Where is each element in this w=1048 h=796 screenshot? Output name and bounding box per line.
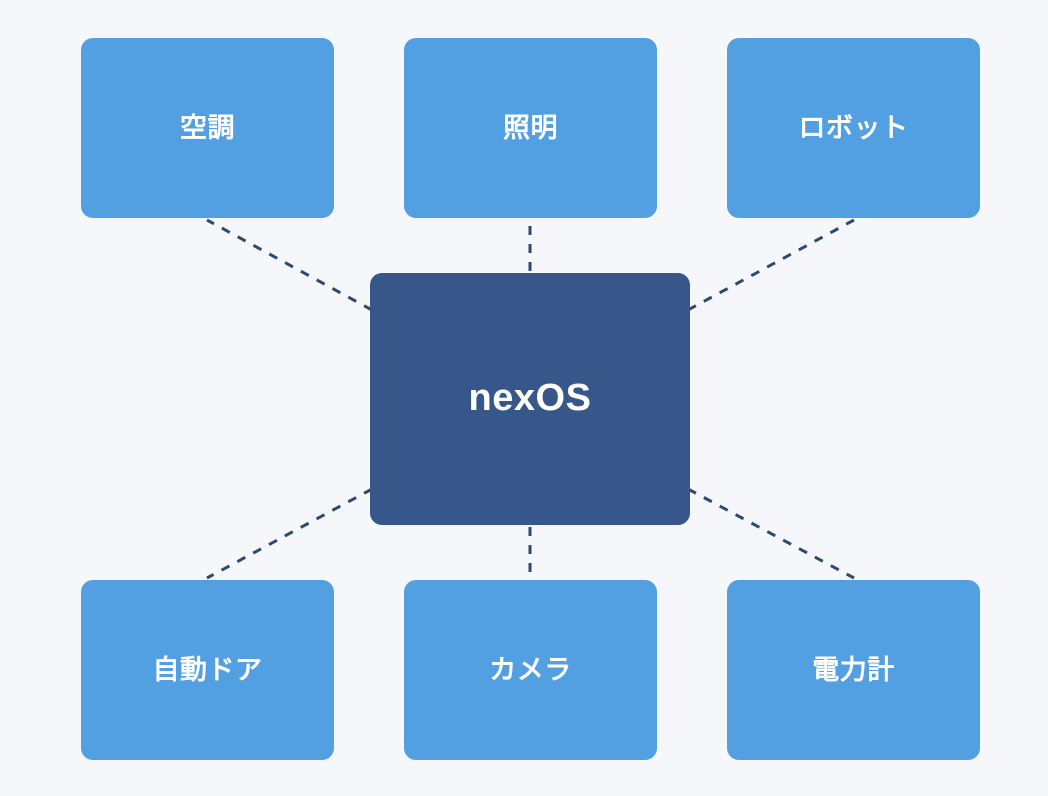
node-meter-label: 電力計 (812, 654, 895, 685)
node-camera-label: カメラ (489, 654, 572, 685)
node-robot-label: ロボット (798, 112, 909, 143)
node-camera[interactable]: カメラ (404, 580, 657, 760)
node-lighting[interactable]: 照明 (404, 38, 657, 218)
edge-hub-to-robot (687, 218, 855, 312)
edge-hub-to-door (206, 487, 373, 580)
node-door[interactable]: 自動ドア (81, 580, 334, 760)
edge-hub-to-hvac (206, 218, 373, 312)
node-hub-label: nexOS (468, 377, 592, 420)
node-lighting-label: 照明 (503, 112, 558, 143)
edge-hub-to-meter (687, 487, 855, 580)
node-hvac[interactable]: 空調 (81, 38, 334, 218)
node-robot[interactable]: ロボット (727, 38, 980, 218)
node-hub-nexos[interactable]: nexOS (370, 273, 690, 525)
node-hvac-label: 空調 (180, 112, 235, 143)
node-door-label: 自動ドア (152, 654, 263, 685)
node-meter[interactable]: 電力計 (727, 580, 980, 760)
